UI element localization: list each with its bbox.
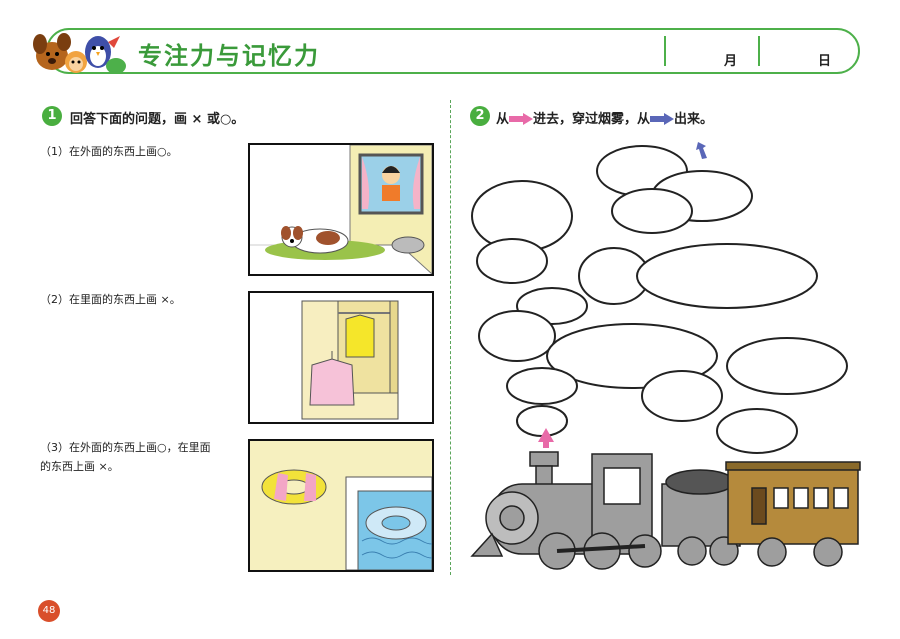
- header-separator: [758, 36, 760, 66]
- month-label: 月: [724, 54, 738, 69]
- panel-pool: [248, 439, 434, 572]
- question-1-text: 回答下面的问题，画 × 或○。: [70, 112, 245, 127]
- q1-item-3-text-line2: 的东西上画 ×。: [40, 460, 119, 473]
- q2-text-part3: 出来。: [674, 112, 714, 127]
- page-number: 48: [38, 600, 60, 622]
- q1-item-1-text: （1）在外面的东西上画○。: [40, 145, 178, 158]
- day-label: 日: [818, 54, 832, 69]
- q1-item-2-text: （2）在里面的东西上画 ×。: [40, 293, 181, 306]
- mascot-illustration: [33, 33, 126, 74]
- q2-text-part2: 进去，穿过烟雾，从: [533, 112, 651, 127]
- panel-dog-window: [248, 143, 434, 276]
- panel-closet: [248, 291, 434, 424]
- question-1-badge: 1: [42, 106, 62, 126]
- header-bar: 专注力与记忆力 月 日: [46, 28, 860, 74]
- question-2-badge: 2: [470, 106, 490, 126]
- page-title: 专注力与记忆力: [138, 42, 320, 70]
- question-2-text: 从 进去，穿过烟雾，从 出来。: [496, 108, 713, 127]
- column-divider: [450, 100, 451, 575]
- exit-arrow-icon: [650, 113, 675, 125]
- q2-text-part1: 从: [496, 112, 510, 127]
- smoke-maze-train: [470, 142, 861, 570]
- header-separator: [664, 36, 666, 66]
- enter-arrow-icon: [509, 113, 534, 125]
- q1-item-3-text-line1: （3）在外面的东西上画○，在里面: [40, 441, 211, 454]
